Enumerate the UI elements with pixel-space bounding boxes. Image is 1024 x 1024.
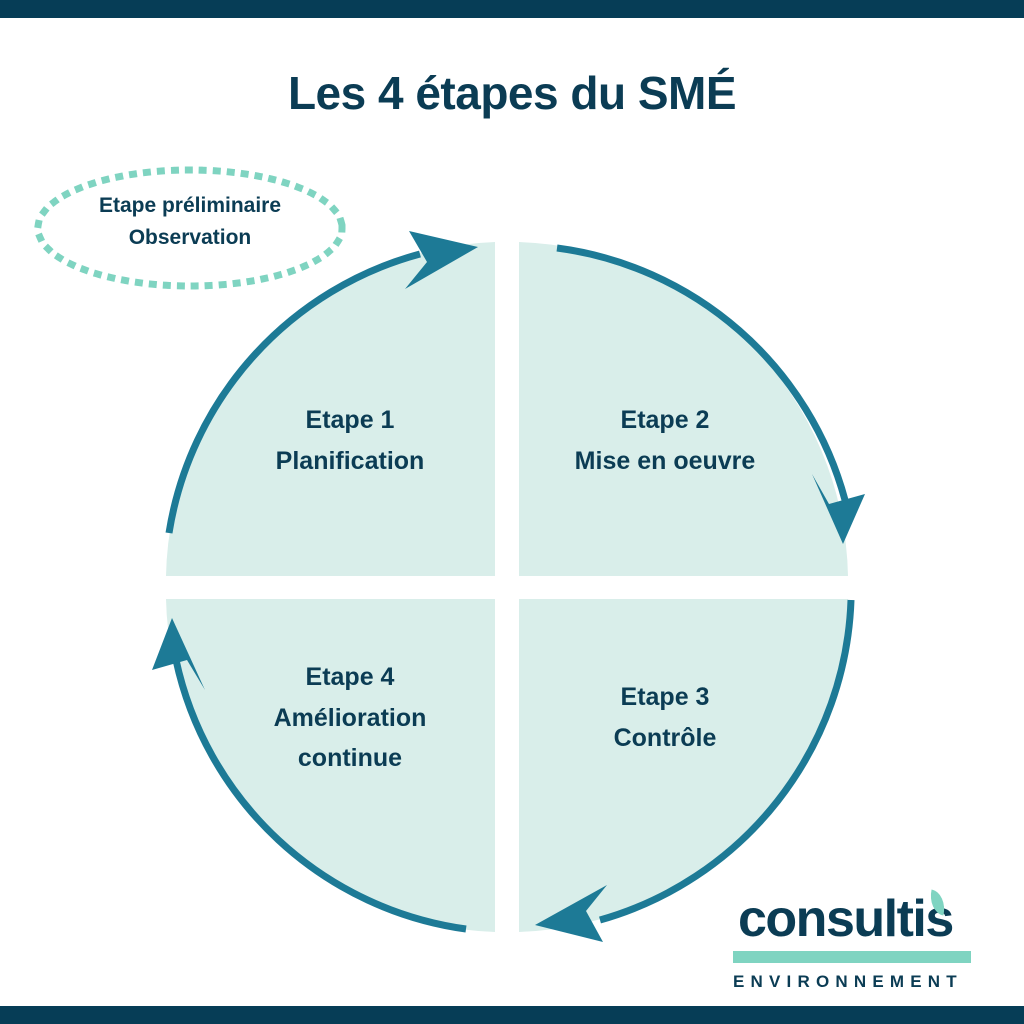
step-number-etape-1: Etape 1 xyxy=(305,406,395,434)
step-number-etape-2: Etape 2 xyxy=(620,406,710,434)
arrowhead-bottom xyxy=(535,885,607,942)
preliminary-step-line1: Etape préliminaire xyxy=(98,194,282,217)
step-name-etape-3: Contrôle xyxy=(613,723,717,752)
arrowhead-left xyxy=(152,618,205,690)
step-label-etape-2: Etape 2 Mise en oeuvre xyxy=(530,400,800,481)
arc-bottom-left xyxy=(172,659,467,933)
step-label-etape-1: Etape 1 Planification xyxy=(215,400,485,481)
quadrant-fills xyxy=(166,242,848,932)
preliminary-step-line2: Observation xyxy=(128,225,252,249)
step-number-etape-3: Etape 3 xyxy=(620,683,710,711)
quadrant-fill-etape-1 xyxy=(166,242,495,576)
arc-top-right xyxy=(556,244,849,501)
quadrant-fill-etape-4 xyxy=(166,599,495,932)
step-number-etape-4: Etape 4 xyxy=(305,663,395,691)
arrowhead-right xyxy=(812,474,865,544)
logo-wordmark: consultis xyxy=(738,890,954,948)
preliminary-step-label: Etape préliminaire Observation xyxy=(40,190,340,253)
step-label-etape-4: Etape 4 Amélioration continue xyxy=(215,657,485,779)
logo-subtitle: ENVIRONNEMENT xyxy=(733,972,963,991)
bottom-accent-bar xyxy=(0,1006,1024,1024)
consultis-logo: consultis ENVIRONNEMENT xyxy=(733,889,983,992)
step-name-etape-1: Planification xyxy=(275,446,425,475)
logo-rule xyxy=(733,951,971,963)
step-label-etape-3: Etape 3 Contrôle xyxy=(530,677,800,758)
preliminary-ellipse xyxy=(34,166,346,290)
cycle-arrowheads xyxy=(152,231,865,942)
quadrant-fill-etape-2 xyxy=(519,242,848,576)
arrowhead-top xyxy=(405,231,478,289)
arc-left xyxy=(165,250,421,534)
step-name-etape-4-line2: continue xyxy=(297,744,403,772)
top-accent-bar xyxy=(0,0,1024,18)
step-name-etape-2: Mise en oeuvre xyxy=(574,446,756,475)
cycle-arcs xyxy=(165,244,855,933)
quadrant-fill-etape-3 xyxy=(519,599,848,932)
step-name-etape-4-line1: Amélioration xyxy=(273,703,427,732)
arc-bottom-right xyxy=(599,599,855,924)
page-title: Les 4 étapes du SMÉ xyxy=(287,67,737,119)
